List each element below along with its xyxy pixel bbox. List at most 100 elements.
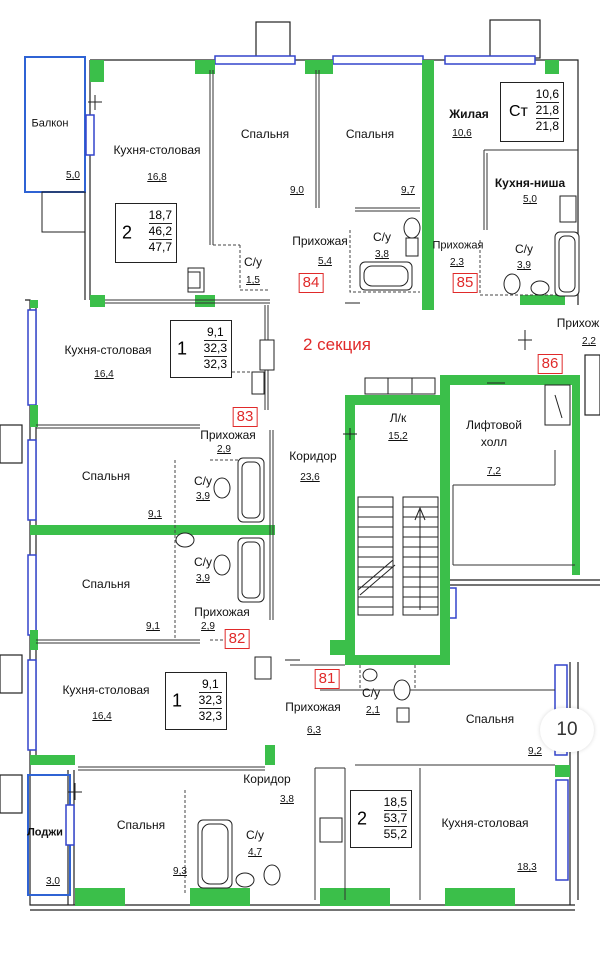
room-name: Кухня-столовая	[64, 343, 152, 357]
apartment-living: 18,7	[148, 208, 172, 224]
room-area: 3,9	[517, 260, 531, 271]
apartment-total: 32,3	[203, 341, 227, 357]
apartment-number-86: 86	[537, 354, 563, 374]
lift-shaft	[544, 384, 571, 426]
room-area: 16,4	[92, 711, 112, 722]
room-name: Спальня	[240, 127, 290, 141]
apartment-living: 9,1	[198, 677, 222, 693]
room-name: Лифтовой холл	[466, 418, 522, 449]
room-name: Прихож	[556, 316, 600, 330]
room-area: 23,6	[300, 472, 320, 483]
section-label: 2 секция	[302, 335, 372, 354]
room-area: 2,3	[450, 257, 464, 268]
apartment-number-83: 83	[232, 407, 258, 427]
room-area: 3,0	[46, 876, 60, 887]
bathtubs	[197, 231, 580, 889]
room-name: С/у	[246, 828, 264, 842]
apartment-rooms: 2	[122, 222, 133, 243]
apartment-living: 18,5	[383, 795, 407, 811]
room-area: 16,4	[94, 369, 114, 380]
room-name: С/у	[194, 474, 212, 488]
apartment-total: 46,2	[148, 224, 172, 240]
apartment-rooms: 2	[357, 808, 368, 829]
room-area: 9,1	[148, 509, 162, 520]
room-area: 2,2	[582, 336, 596, 347]
room-name: Прихожая	[194, 605, 250, 619]
room-name: Балкон	[31, 117, 69, 130]
apartment-total-with-balcony: 55,2	[383, 827, 407, 841]
apartment-total-with-balcony: 32,3	[198, 709, 222, 723]
apartment-number-84: 84	[298, 273, 324, 293]
room-area: 5,0	[523, 194, 537, 205]
room-area: 3,8	[375, 249, 389, 260]
room-area: 16,8	[147, 172, 167, 183]
room-area: 9,2	[528, 746, 542, 757]
room-name: Спальня	[465, 712, 515, 726]
room-name: С/у	[362, 686, 380, 700]
room-area: 3,9	[196, 573, 210, 584]
room-area: 2,1	[366, 705, 380, 716]
apartment-living: 10,6	[535, 87, 559, 103]
room-name: С/у	[373, 230, 391, 244]
room-name: Жилая	[449, 107, 489, 121]
room-area: 1,5	[246, 275, 260, 286]
room-area: 18,3	[517, 862, 537, 873]
apartment-total-with-balcony: 21,8	[535, 119, 559, 133]
room-name: Кухня-столовая	[113, 143, 201, 157]
room-area: 9,0	[290, 185, 304, 196]
apartment-total: 32,3	[198, 693, 222, 709]
page-number-badge[interactable]: 10	[540, 708, 594, 752]
apartment-number-82: 82	[224, 629, 250, 649]
room-name: Коридор	[289, 449, 337, 463]
room-area: 10,6	[452, 128, 472, 139]
room-name: Спальня	[81, 577, 131, 591]
apartment-living: 9,1	[203, 325, 227, 341]
room-name: Спальня	[116, 818, 166, 832]
room-name: Лоджи	[27, 826, 63, 839]
sanitary-fixtures	[175, 195, 577, 888]
apartment-number-85: 85	[452, 273, 478, 293]
room-area: 5,0	[66, 170, 80, 181]
room-name: Прихожая	[432, 239, 484, 252]
apartment-total: 53,7	[383, 811, 407, 827]
room-name: Прихожая	[285, 700, 341, 714]
room-area: 3,8	[280, 794, 294, 805]
room-name: Кухня-столовая	[62, 683, 150, 697]
room-area: 3,9	[196, 491, 210, 502]
room-name: С/у	[244, 255, 262, 269]
room-name: С/у	[515, 242, 533, 256]
staircase	[357, 377, 439, 616]
room-area: 9,3	[173, 866, 187, 877]
room-area: 9,1	[146, 621, 160, 632]
room-area: 15,2	[388, 431, 408, 442]
apartment-rooms: Ст	[509, 103, 528, 120]
room-name: Л/к	[389, 411, 407, 425]
apartment-rooms: 1	[177, 338, 188, 359]
room-name: Спальня	[345, 127, 395, 141]
room-area: 6,3	[307, 725, 321, 736]
room-name: Кухня-ниша	[494, 176, 566, 190]
apartment-number-81: 81	[314, 669, 340, 689]
room-area: 4,7	[248, 847, 262, 858]
room-name: Спальня	[81, 469, 131, 483]
room-area: 5,4	[318, 256, 332, 267]
room-name: Прихожая	[200, 428, 256, 442]
room-name: Кухня-столовая	[441, 816, 529, 830]
apartment-total-with-balcony: 32,3	[203, 357, 227, 371]
room-area: 2,9	[217, 444, 231, 455]
apartment-total: 21,8	[535, 103, 559, 119]
room-name: Коридор	[243, 772, 291, 786]
apartment-rooms: 1	[172, 690, 183, 711]
room-name: Прихожая	[292, 234, 348, 248]
room-area: 2,9	[201, 621, 215, 632]
room-area: 7,2	[487, 466, 501, 477]
apartment-total-with-balcony: 47,7	[148, 240, 172, 254]
room-area: 9,7	[401, 185, 415, 196]
page-number: 10	[556, 719, 578, 740]
